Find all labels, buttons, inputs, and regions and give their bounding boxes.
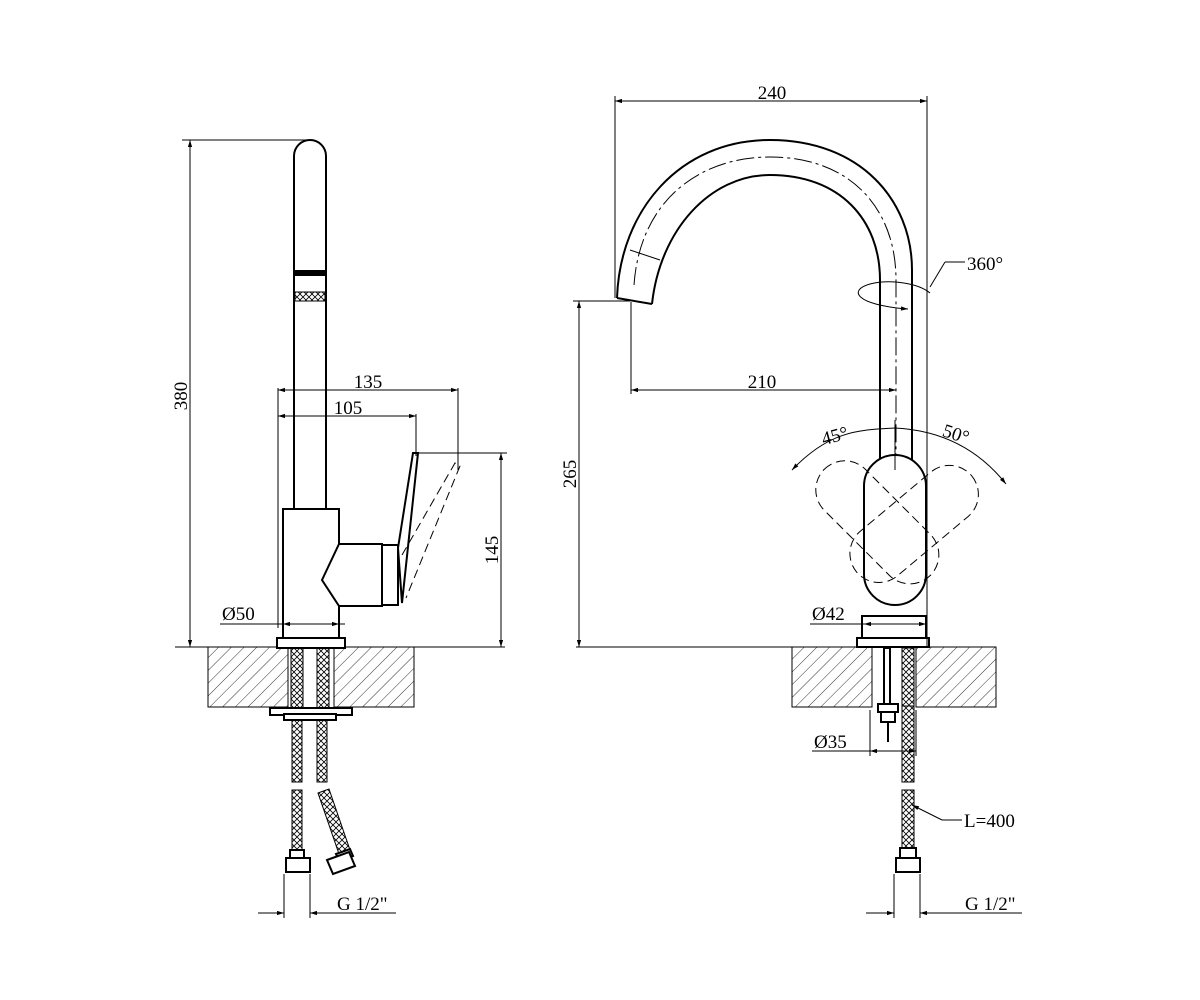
dim-right-hose-length: L=400 (911, 804, 1015, 832)
dim-left-base-diameter: Ø50 (220, 604, 345, 627)
dim-diameter-50: Ø50 (222, 604, 255, 625)
rotation-360: 360° (967, 254, 1003, 275)
dim-right-base-diameter: Ø42 (810, 604, 926, 627)
dim-left-thread: G 1/2" (258, 874, 396, 918)
dim-right-reach: 210 (630, 302, 896, 394)
left-side-view: 380 135 105 145 Ø50 (171, 139, 507, 918)
dim-width-240: 240 (758, 83, 787, 104)
dim-right-shank-diameter: Ø35 (812, 710, 917, 756)
dim-right-width: 240 (614, 83, 928, 647)
left-hoses (269, 647, 357, 876)
dim-reach-210: 210 (748, 372, 777, 393)
angle-50: 50° (940, 421, 972, 449)
dim-left-reach: 135 105 (277, 372, 459, 628)
dim-height-265: 265 (560, 460, 581, 489)
dim-diameter-35: Ø35 (814, 732, 847, 753)
angle-45: 45° (819, 423, 850, 450)
dim-thread-left: G 1/2" (337, 894, 388, 915)
dim-right-height: 265 (560, 300, 630, 647)
dim-reach-105: 105 (334, 398, 363, 419)
dim-thread-right: G 1/2" (965, 894, 1016, 915)
left-lever (396, 452, 420, 604)
left-body (276, 452, 461, 649)
rotation-indicator: 360° (857, 254, 1003, 311)
dim-height-145: 145 (482, 536, 503, 565)
dim-hose-length: L=400 (964, 811, 1015, 832)
right-front-view: 360° 45° 50° (560, 83, 1022, 918)
dim-reach-135: 135 (354, 372, 383, 393)
right-countertop (576, 646, 997, 708)
dim-height-380: 380 (171, 382, 192, 411)
left-spout (293, 139, 327, 510)
dim-left-height: 380 (171, 139, 310, 648)
dim-right-thread: G 1/2" (866, 874, 1022, 918)
left-countertop (175, 646, 505, 708)
dim-left-lever-height: 145 (414, 452, 507, 647)
dim-diameter-42: Ø42 (812, 604, 845, 625)
right-hoses (877, 647, 921, 873)
right-spout (616, 138, 913, 520)
left-lever-alternate (401, 462, 461, 599)
